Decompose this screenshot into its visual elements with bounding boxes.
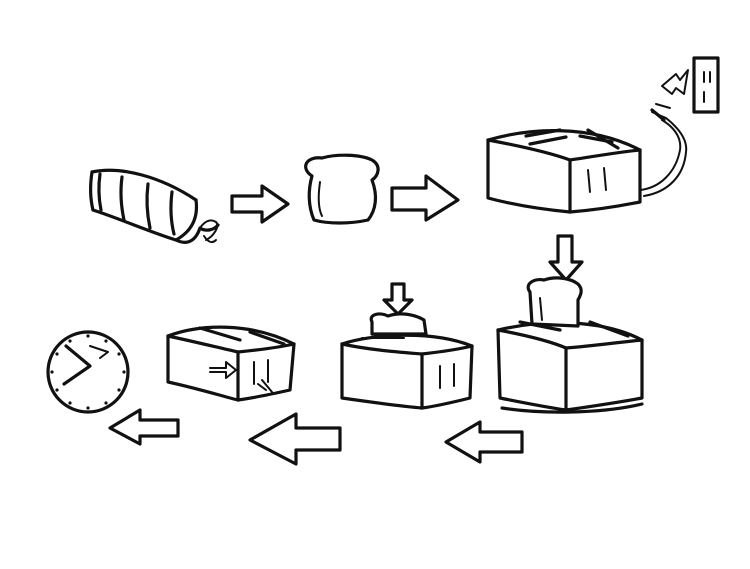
left-arrow-icon <box>250 414 340 464</box>
toaster-press-lever-icon <box>342 284 472 408</box>
toaster-insert-slice-icon <box>498 278 642 412</box>
down-arrow-icon <box>550 236 582 280</box>
right-arrow-icon <box>392 176 458 220</box>
left-arrow-icon <box>446 422 522 462</box>
toaster-plugged-in-icon <box>488 58 718 212</box>
bread-slice-icon <box>306 155 378 223</box>
right-arrow-icon <box>232 186 288 222</box>
bread-loaf-icon <box>91 170 218 242</box>
clock-icon <box>48 332 128 412</box>
toaster-toasting-icon <box>168 327 294 400</box>
left-arrow-icon <box>110 410 178 444</box>
